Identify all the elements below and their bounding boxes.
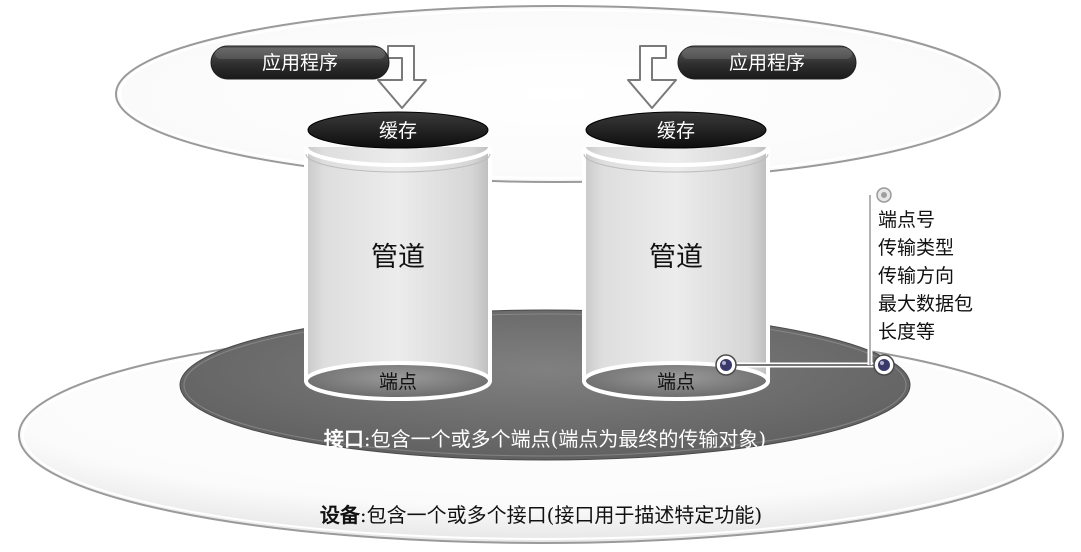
interface-caption-bold: 接口 xyxy=(324,427,364,451)
pipe-label-right: 管道 xyxy=(649,242,703,273)
endpoint-label-right: 端点 xyxy=(657,371,695,393)
endpoint-attribute: 最大数据包 xyxy=(878,293,973,315)
cache-label-left: 缓存 xyxy=(379,120,417,142)
application-label-right: 应用程序 xyxy=(729,52,805,74)
application-pill-right: 应用程序 xyxy=(677,45,857,80)
arrow-down-right-icon xyxy=(627,45,677,109)
cache-pill-left: 缓存 xyxy=(307,111,489,149)
device-caption-text: :包含一个或多个接口(接口用于描述特定功能) xyxy=(360,503,762,527)
endpoint-attribute: 传输类型 xyxy=(878,237,954,259)
pipe-left xyxy=(304,146,492,401)
endpoint-attributes-list: 端点号 传输类型 传输方向 最大数据包 长度等 xyxy=(878,209,973,343)
endpoint-cap-left xyxy=(304,361,492,401)
device-caption-bold: 设备 xyxy=(320,503,361,527)
endpoint-attribute: 端点号 xyxy=(878,209,935,231)
callout-dot-start-icon xyxy=(715,354,737,376)
application-layer xyxy=(115,5,1001,183)
arrow-down-left-icon xyxy=(377,45,427,109)
interface-caption-text: :包含一个或多个端点(端点为最终的传输对象) xyxy=(364,427,766,451)
application-pill-left: 应用程序 xyxy=(210,45,390,80)
callout-dot-end-icon xyxy=(873,354,895,376)
endpoint-label-left: 端点 xyxy=(379,371,417,393)
endpoint-callout-connector xyxy=(726,195,884,368)
endpoint-attribute: 传输方向 xyxy=(878,265,954,287)
pipe-right xyxy=(582,146,770,401)
pipe-label-left: 管道 xyxy=(371,242,425,273)
interface-caption: 接口:包含一个或多个端点(端点为最终的传输对象) xyxy=(324,427,766,451)
device-caption: 设备:包含一个或多个接口(接口用于描述特定功能) xyxy=(320,503,762,527)
application-label-left: 应用程序 xyxy=(262,52,338,74)
cache-pill-right: 缓存 xyxy=(585,111,767,149)
callout-dot-top-icon xyxy=(876,187,892,203)
endpoint-attribute: 长度等 xyxy=(878,321,935,343)
cache-label-right: 缓存 xyxy=(657,120,695,142)
